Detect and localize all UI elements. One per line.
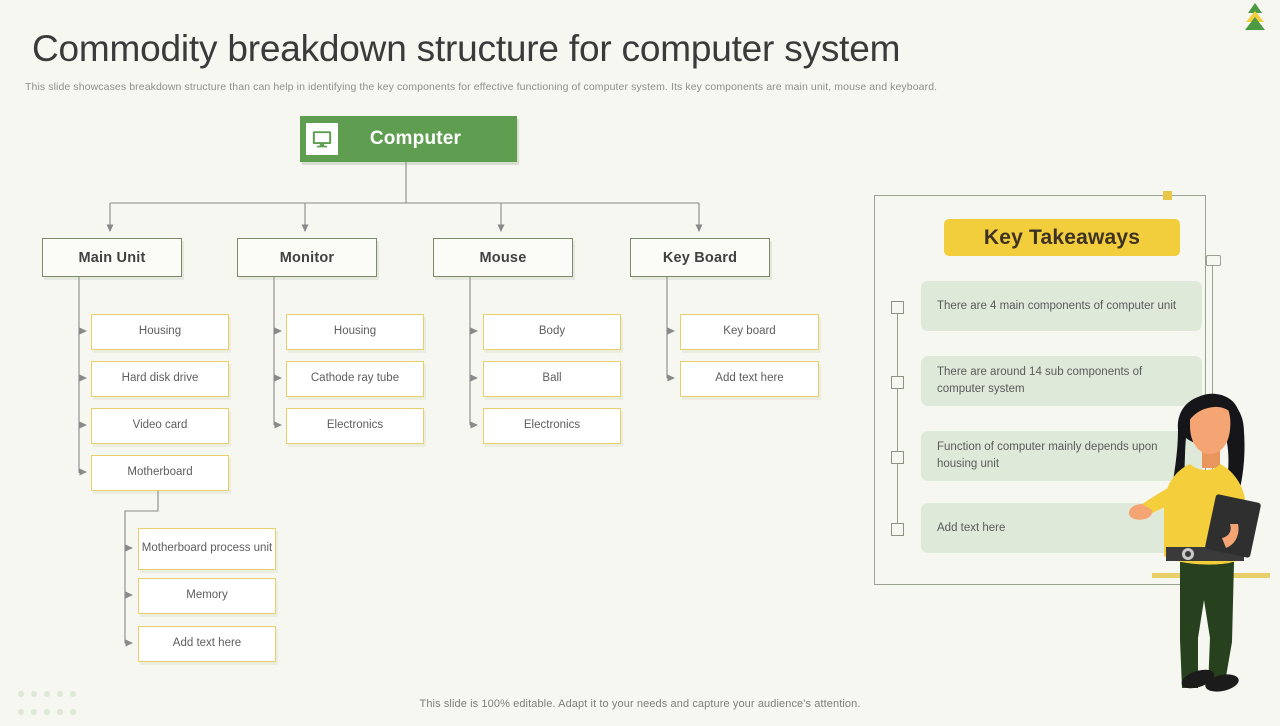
panel-pin-head-icon [1206,255,1221,266]
branch-label: Monitor [279,249,335,266]
monitor-icon [306,123,338,155]
subleaf-memory[interactable]: Memory [138,578,276,614]
leaf-key-board[interactable]: Key board [680,314,819,350]
leaf-electronics-monitor[interactable]: Electronics [286,408,424,444]
leaf-hard-disk-drive[interactable]: Hard disk drive [91,361,229,397]
leaf-label: Memory [186,589,228,602]
leaf-label: Hard disk drive [121,372,199,385]
branch-label: Main Unit [78,249,146,266]
takeaway-item[interactable]: There are around 14 sub components of co… [921,356,1202,406]
branch-mouse[interactable]: Mouse [433,238,573,277]
leaf-housing-main[interactable]: Housing [91,314,229,350]
branch-main-unit[interactable]: Main Unit [42,238,182,277]
leaf-label: Key board [723,325,776,338]
dot [31,691,37,697]
key-takeaways-panel [874,195,1206,585]
panel-corner-dot-icon [1163,191,1172,200]
leaf-label: Electronics [523,419,581,432]
leaf-video-card[interactable]: Video card [91,408,229,444]
leaf-motherboard[interactable]: Motherboard [91,455,229,491]
leaf-ball[interactable]: Ball [483,361,621,397]
timeline-marker-icon [891,301,904,314]
leaf-label: Housing [138,325,182,338]
dot [44,691,50,697]
dot [70,709,76,715]
leaf-electronics-mouse[interactable]: Electronics [483,408,621,444]
branch-label: Mouse [479,249,527,266]
leaf-label: Body [538,325,566,338]
dot [18,709,24,715]
subleaf-add-text-here[interactable]: Add text here [138,626,276,662]
leaf-label: Add text here [715,372,784,385]
takeaway-item[interactable]: Function of computer mainly depends upon… [921,431,1202,481]
leaf-label: Ball [542,372,562,385]
timeline-marker-icon [891,451,904,464]
leaf-housing-monitor[interactable]: Housing [286,314,424,350]
takeaway-text: Add text here [937,521,1006,534]
dot [18,691,24,697]
leaf-body[interactable]: Body [483,314,621,350]
timeline-marker-icon [891,376,904,389]
timeline-marker-icon [891,523,904,536]
leaf-label: Housing [333,325,377,338]
leaf-add-text-here-keyboard[interactable]: Add text here [680,361,819,397]
takeaway-text: There are 4 main components of computer … [937,299,1177,312]
takeaway-text: Function of computer mainly depends upon… [937,441,1158,470]
leaf-label: Electronics [326,419,384,432]
dot [57,709,63,715]
dot [44,709,50,715]
leaf-label: Cathode ray tube [310,372,400,385]
key-takeaways-header: Key Takeaways [944,219,1180,256]
branch-key-board[interactable]: Key Board [630,238,770,277]
page-title: Commodity breakdown structure for comput… [32,28,901,69]
branch-label: Key Board [662,249,738,266]
dot [31,709,37,715]
leaf-label: Add text here [172,637,242,650]
takeaway-timeline-rail [897,307,898,532]
leaf-label: Motherboard process unit [141,542,273,555]
leaf-label: Motherboard [127,466,193,479]
takeaway-item[interactable]: There are 4 main components of computer … [921,281,1202,331]
tree-connectors [78,158,703,647]
tree-root-label: Computer [369,128,462,149]
decorative-dots [18,690,83,726]
leaf-cathode-ray-tube[interactable]: Cathode ray tube [286,361,424,397]
subleaf-motherboard-process-unit[interactable]: Motherboard process unit [138,528,276,570]
takeaway-text: There are around 14 sub components of co… [937,366,1143,395]
tree-root-computer[interactable]: Computer [300,116,517,162]
pine-tree-logo-icon [1245,3,1265,30]
branch-monitor[interactable]: Monitor [237,238,377,277]
dot [70,691,76,697]
footer-note: This slide is 100% editable. Adapt it to… [419,698,861,710]
person-illustration [1128,393,1261,692]
leaf-label: Video card [132,419,188,432]
dot [57,691,63,697]
page-subtitle: This slide showcases breakdown structure… [25,81,938,93]
